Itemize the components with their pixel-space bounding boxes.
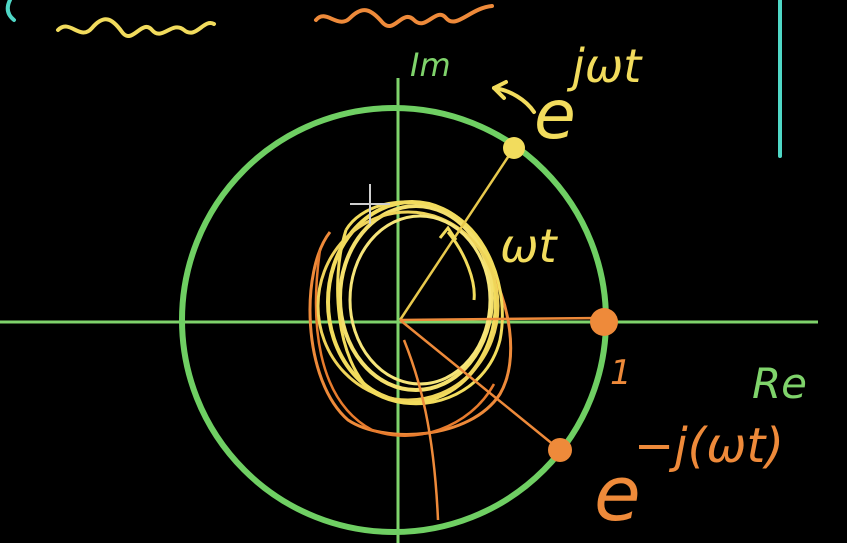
positive-phasor-point bbox=[503, 137, 525, 159]
negative-exponential-base: e bbox=[594, 449, 641, 538]
cursor-crosshair-icon bbox=[350, 184, 390, 224]
imaginary-axis-label: Im bbox=[410, 46, 451, 84]
orange-scribble-top bbox=[314, 4, 494, 28]
unit-label: 1 bbox=[610, 353, 632, 393]
angle-arrowhead bbox=[438, 225, 458, 241]
unit-circle bbox=[179, 105, 609, 535]
angle-label: ωt bbox=[500, 219, 559, 273]
negative-exponential-label: e −j(ωt) bbox=[594, 418, 784, 538]
unit-point bbox=[590, 308, 618, 336]
real-axis-label: Re bbox=[752, 359, 807, 408]
orange-swirl-inner bbox=[314, 249, 496, 437]
yellow-swirl-4 bbox=[348, 214, 492, 386]
yellow-swirl-3 bbox=[316, 210, 500, 402]
negative-phasor-line bbox=[399, 319, 561, 451]
positive-exponential-label: e jωt bbox=[534, 39, 643, 155]
angle-arc bbox=[446, 231, 476, 301]
positive-exponential-power: jωt bbox=[566, 39, 643, 93]
negative-phasor-point bbox=[548, 438, 572, 462]
teal-stroke-left bbox=[5, 0, 16, 22]
yellow-swirl-5 bbox=[336, 200, 504, 406]
negative-exponential-power: −j(ωt) bbox=[634, 418, 784, 474]
yellow-scribble-top-left bbox=[56, 17, 216, 38]
curved-arrow-icon bbox=[492, 80, 536, 114]
yellow-swirl-2 bbox=[338, 204, 494, 392]
positive-phasor-line bbox=[398, 147, 516, 321]
positive-exponential-base: e bbox=[534, 76, 576, 155]
orange-trail bbox=[402, 339, 440, 521]
unit-line bbox=[399, 316, 603, 322]
